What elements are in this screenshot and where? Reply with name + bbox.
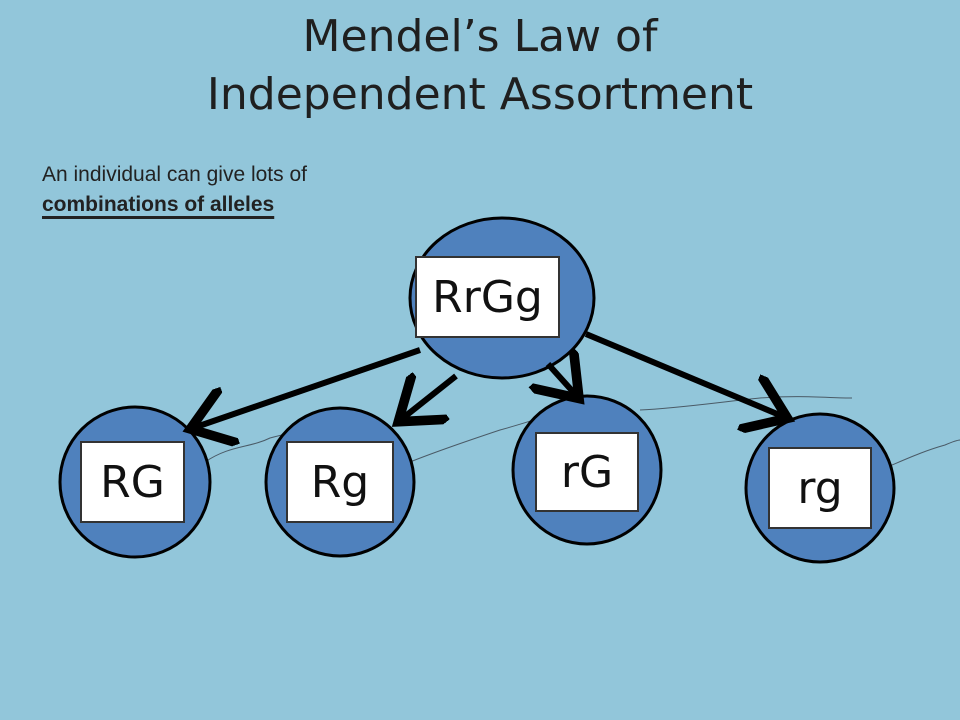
gamete-label-rg-upper: RG [80,441,185,523]
subtitle-line-2: combinations of alleles [42,193,275,216]
slide-title: Mendel’s Law of Independent Assortment [0,8,960,124]
subtitle-line-1: An individual can give lots of [42,163,307,186]
arrow-to-rg-lower [584,331,782,416]
arrow-to-rg-lower-upper [548,364,575,394]
gamete-label-rg-lower-upper: rG [535,432,639,512]
arrow-to-rg-mixed [403,376,458,418]
gamete-label-rg-lower: rg [768,447,872,529]
parent-genotype-label: RrGg [415,256,560,338]
gamete-label-rg-mixed: Rg [286,441,394,523]
subtitle: An individual can give lots of combinati… [42,160,307,220]
background-wave-line [879,439,960,471]
title-line-2: Independent Assortment [206,69,754,120]
arrow-to-rg-upper [196,347,421,427]
title-line-1: Mendel’s Law of [302,11,658,62]
